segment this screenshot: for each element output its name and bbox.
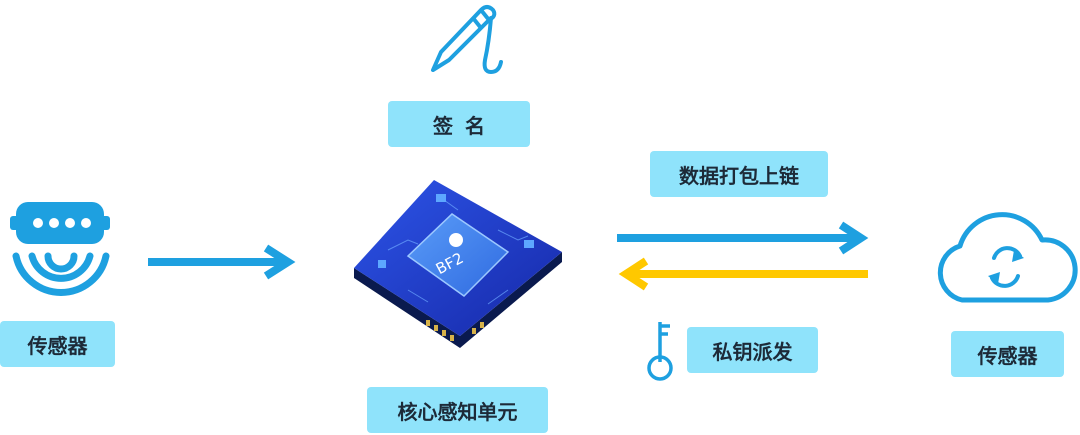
sensor-left-label: 传感器 (0, 321, 115, 367)
sensor-signal-icon (10, 202, 110, 296)
arrow-cloud-to-core (618, 257, 868, 291)
chip-icon: BF2 (354, 180, 562, 348)
sign-label: 签名 (388, 101, 530, 147)
cloud-sync-icon (937, 212, 1078, 303)
key-icon (647, 322, 673, 381)
arrow-sensor-to-core (148, 244, 296, 280)
sensor-right-label: 传感器 (951, 331, 1064, 377)
key-distribution-label: 私钥派发 (687, 327, 818, 373)
pen-signature-icon (431, 5, 503, 75)
pack-onchain-label: 数据打包上链 (650, 151, 828, 197)
arrow-core-to-cloud (617, 221, 869, 255)
core-unit-label: 核心感知单元 (367, 387, 548, 433)
